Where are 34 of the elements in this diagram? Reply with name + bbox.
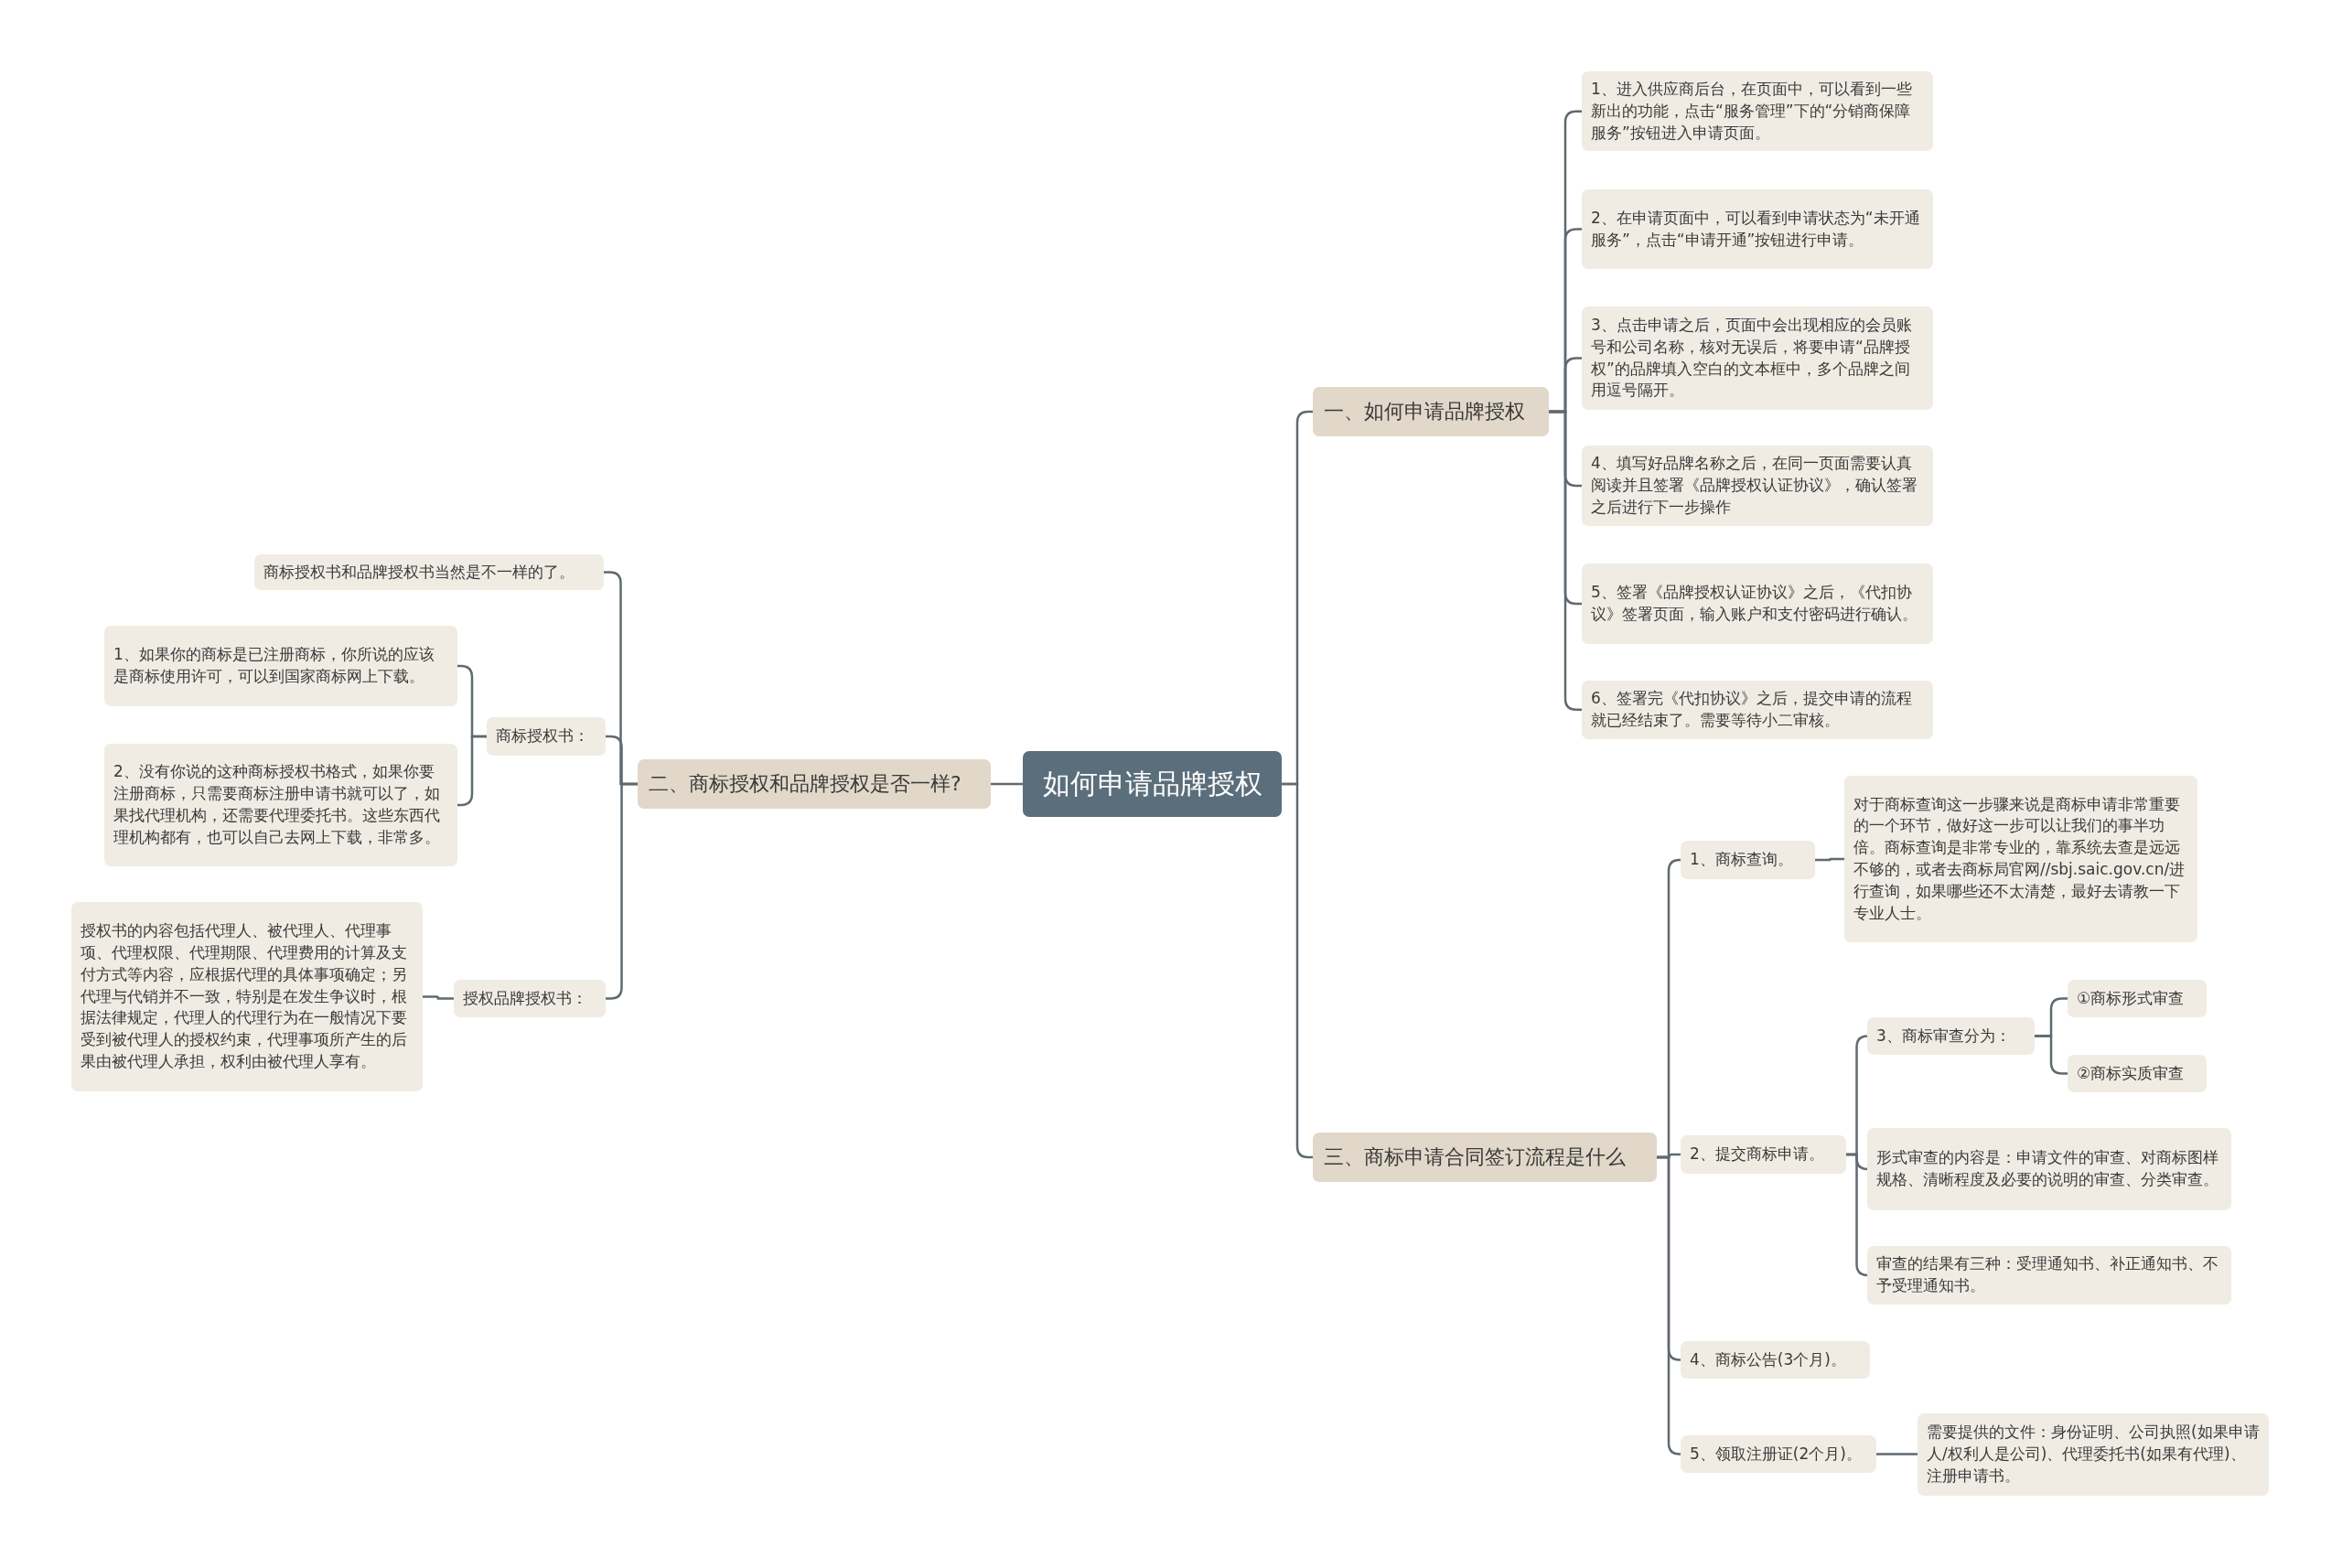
subtopic-card: 3、点击申请之后，页面中会出现相应的会员账号和公司名称，核对无误后，将要申请“品牌授权”的品牌填入空白的文本框中，多个品牌之间用逗号隔开。	[1582, 306, 1933, 410]
connector-line	[991, 782, 1023, 786]
subtopic-card: 形式审查的内容是：申请文件的审查、对商标图样规格、清晰程度及必要的说明的审查、分类审查。	[1867, 1128, 2231, 1210]
subtopic-card: 商标授权书和品牌授权书当然是不一样的了。	[254, 553, 604, 591]
branch-topic: 二、商标授权和品牌授权是否一样?	[638, 759, 991, 809]
subtopic-card: 4、商标公告(3个月)。	[1681, 1341, 1870, 1379]
connector-line	[1815, 857, 1844, 862]
subtopic-card: 2、在申请页面中，可以看到申请状态为“未开通服务”，点击“申请开通”按钮进行申请。	[1582, 189, 1933, 269]
branch-topic: 一、如何申请品牌授权	[1313, 387, 1549, 436]
connector-line	[1876, 1453, 1918, 1455]
branch-topic: 三、商标申请合同签订流程是什么	[1313, 1133, 1657, 1182]
subtopic-card: 1、商标查询。	[1681, 841, 1815, 879]
connector-line	[1657, 1155, 1681, 1455]
subtopic-card: 授权书的内容包括代理人、被代理人、代理事项、代理权限、代理期限、代理费用的计算及支付方式等内容，应根据代理的具体事项确定；另代理与代销并不一致，特别是在发生争议时，根据法律规定，代理人的代理行为在一般情况下要受到被代理人的授权约束，代理事项所产生的后果由被代理人承担，权利由被代理人享有。	[71, 902, 423, 1091]
subtopic-card: 1、如果你的商标是已注册商标，你所说的应该是商标使用许可，可以到国家商标网上下载。	[104, 626, 457, 706]
subtopic-card: 5、领取注册证(2个月)。	[1681, 1435, 1876, 1473]
subtopic-card: 审查的结果有三种：受理通知书、补正通知书、不予受理通知书。	[1867, 1246, 2231, 1305]
subtopic-card: 2、没有你说的这种商标授权书格式，如果你要注册商标，只需要商标注册申请书就可以了，如果找代理机构，还需要代理委托书。这些东西代理机构都有，也可以自己去网上下载，非常多。	[104, 744, 457, 866]
subtopic-card: 3、商标审查分为：	[1867, 1017, 2035, 1055]
subtopic-card: 需要提供的文件：身份证明、公司执照(如果申请人/权利人是公司)、代理委托书(如果有代理)、注册申请书。	[1918, 1413, 2269, 1496]
root-topic: 如何申请品牌授权	[1023, 751, 1282, 817]
subtopic-card: ①商标形式审查	[2068, 980, 2207, 1017]
subtopic-card: 2、提交商标申请。	[1681, 1135, 1846, 1174]
subtopic-card: 商标授权书：	[487, 717, 606, 756]
subtopic-card: 1、进入供应商后台，在页面中，可以看到一些新出的功能，点击“服务管理”下的“分销商保障服务”按钮进入申请页面。	[1582, 71, 1933, 152]
connector-line	[1846, 1153, 1869, 1277]
subtopic-card: 4、填写好品牌名称之后，在同一页面需要认真阅读并且签署《品牌授权认证协议》，确认签署之后进行下一步操作	[1582, 446, 1933, 526]
subtopic-card: 对于商标查询这一步骤来说是商标申请非常重要的一个环节，做好这一步可以让我们的事半功倍。商标查询是非常专业的，靠系统去查是远远不够的，或者去商标局官网//sbj.saic.gov.cn/进行查询，如果哪些还不太清楚，最好去请教一下专业人士。	[1844, 776, 2197, 942]
connector-line	[423, 995, 454, 1000]
subtopic-card: ②商标实质审查	[2068, 1055, 2207, 1092]
subtopic-card: 5、签署《品牌授权认证协议》之后，《代扣协议》签署页面，输入账户和支付密码进行确认。	[1582, 564, 1933, 644]
connector-line	[2035, 1035, 2068, 1075]
subtopic-card: 6、签署完《代扣协议》之后，提交申请的流程就已经结束了。需要等待小二审核。	[1582, 681, 1933, 739]
subtopic-card: 授权品牌授权书：	[454, 980, 606, 1017]
